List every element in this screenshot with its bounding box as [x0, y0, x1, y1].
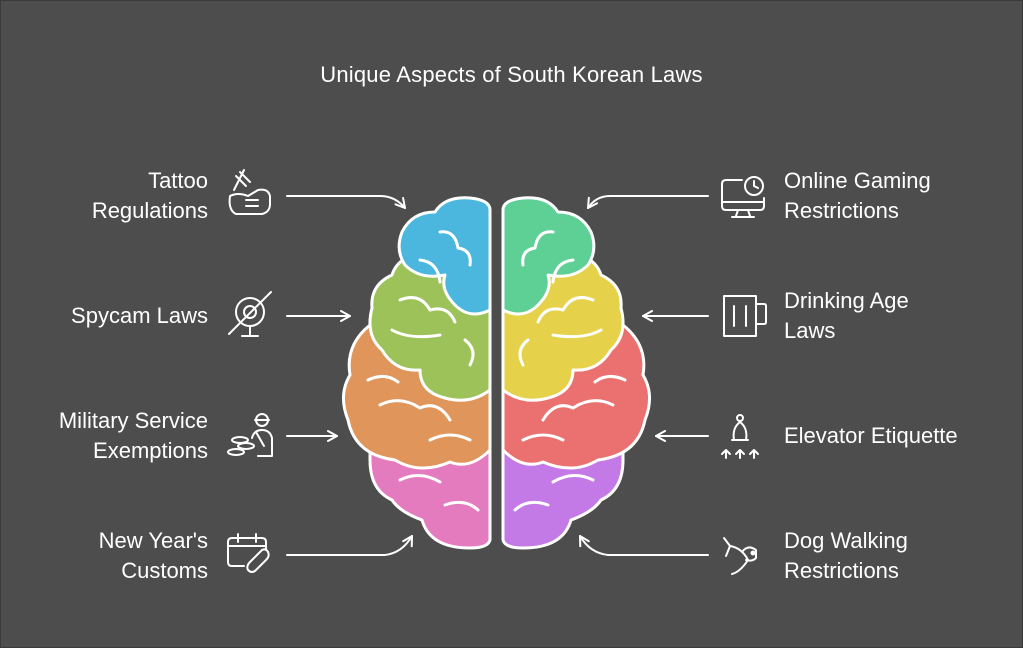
- arrow-new-year: [286, 535, 413, 556]
- diagram-title: Unique Aspects of South Korean Laws: [320, 62, 703, 87]
- tattoo-machine-icon: [228, 169, 271, 215]
- arrow-online-gaming: [587, 195, 709, 209]
- monitor-clock-icon: [721, 176, 765, 218]
- lobe-tattoo-regulations: [397, 196, 492, 316]
- arrow-dog-walking: [579, 535, 709, 556]
- soldier-coins-icon: [227, 413, 273, 457]
- arrow-tattoo: [286, 195, 406, 209]
- label-spycam-laws: Spycam Laws: [71, 303, 208, 328]
- no-camera-icon: [228, 291, 272, 337]
- beer-mug-icon: [723, 295, 767, 337]
- elevator-bell-icon: [721, 414, 759, 459]
- label-elevator-etiquette: Elevator Etiquette: [784, 423, 958, 448]
- right-hemisphere: [501, 196, 651, 550]
- lobe-online-gaming: [501, 196, 596, 316]
- lobe-dog-walking: [501, 438, 625, 550]
- left-hemisphere: [342, 196, 492, 550]
- calendar-link-icon: [227, 533, 270, 573]
- dog-leash-icon: [723, 537, 757, 575]
- arrows: [286, 195, 709, 556]
- lobe-new-years-customs: [368, 438, 492, 550]
